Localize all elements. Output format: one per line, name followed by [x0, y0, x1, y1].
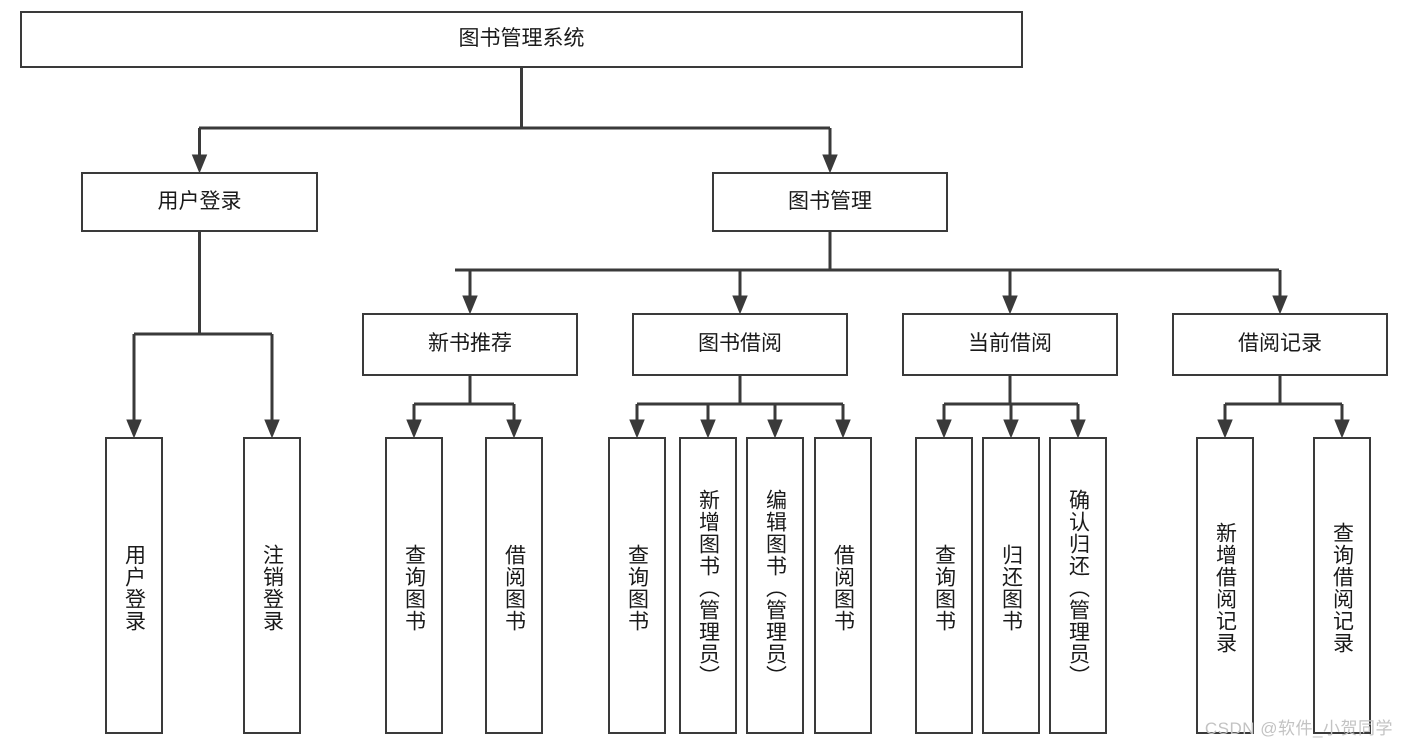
- arrowhead-borrow-record: [1272, 295, 1288, 315]
- node-leaf-query-record[interactable]: 查询借阅记录: [1313, 437, 1371, 734]
- node-user-login[interactable]: 用户登录: [81, 172, 318, 232]
- arrowhead-leaf-return-book: [1003, 419, 1019, 439]
- node-leaf-confirm-return[interactable]: 确认归还（管理员）: [1049, 437, 1107, 734]
- arrowhead-leaf-logout: [264, 419, 280, 439]
- arrowhead-leaf-query-book-2: [629, 419, 645, 439]
- node-label: 确认归还（管理员）: [1066, 488, 1090, 687]
- node-leaf-edit-book[interactable]: 编辑图书（管理员）: [746, 437, 804, 734]
- node-label: 编辑图书（管理员）: [763, 488, 787, 687]
- node-current-borrow[interactable]: 当前借阅: [902, 313, 1118, 376]
- arrowhead-leaf-edit-book: [767, 419, 783, 439]
- node-label: 图书管理: [788, 189, 872, 213]
- node-label: 注销登录: [260, 543, 284, 632]
- arrowhead-leaf-query-book-1: [406, 419, 422, 439]
- arrowhead-leaf-user-login: [126, 419, 142, 439]
- node-label: 用户登录: [157, 189, 242, 213]
- node-label: 查询图书: [932, 543, 956, 632]
- arrowhead-leaf-add-book: [700, 419, 716, 439]
- arrowhead-new-book-rec: [462, 295, 478, 315]
- node-root[interactable]: 图书管理系统: [20, 11, 1023, 68]
- node-label: 借阅图书: [502, 543, 526, 632]
- node-label: 查询借阅记录: [1330, 521, 1354, 654]
- node-label: 图书管理系统: [458, 27, 585, 51]
- node-label: 查询图书: [625, 543, 649, 632]
- arrowhead-current-borrow: [1002, 295, 1018, 315]
- node-leaf-query-book-2[interactable]: 查询图书: [608, 437, 666, 734]
- node-leaf-user-login[interactable]: 用户登录: [105, 437, 163, 734]
- node-leaf-query-book-1[interactable]: 查询图书: [385, 437, 443, 734]
- node-label: 图书借阅: [698, 332, 782, 356]
- arrowhead-leaf-borrow-book-2: [835, 419, 851, 439]
- node-leaf-add-book[interactable]: 新增图书（管理员）: [679, 437, 737, 734]
- node-book-mgmt[interactable]: 图书管理: [712, 172, 948, 232]
- node-label: 新增借阅记录: [1213, 521, 1237, 654]
- node-leaf-logout[interactable]: 注销登录: [243, 437, 301, 734]
- node-label: 当前借阅: [968, 332, 1052, 356]
- arrowhead-user-login: [191, 154, 208, 174]
- node-label: 借阅记录: [1238, 332, 1322, 356]
- node-leaf-query-book-3[interactable]: 查询图书: [915, 437, 973, 734]
- node-new-book-rec[interactable]: 新书推荐: [362, 313, 578, 376]
- arrowhead-leaf-add-record: [1217, 419, 1233, 439]
- node-label: 新增图书（管理员）: [696, 488, 720, 687]
- node-label: 查询图书: [402, 543, 426, 632]
- node-leaf-borrow-book-2[interactable]: 借阅图书: [814, 437, 872, 734]
- node-label: 借阅图书: [831, 543, 855, 632]
- node-borrow-record[interactable]: 借阅记录: [1172, 313, 1388, 376]
- node-leaf-borrow-book-1[interactable]: 借阅图书: [485, 437, 543, 734]
- arrowhead-leaf-borrow-book-1: [506, 419, 522, 439]
- node-book-borrow[interactable]: 图书借阅: [632, 313, 848, 376]
- node-leaf-return-book[interactable]: 归还图书: [982, 437, 1040, 734]
- node-label: 归还图书: [999, 543, 1023, 632]
- arrowhead-leaf-query-book-3: [936, 419, 952, 439]
- arrowhead-leaf-confirm-return: [1070, 419, 1086, 439]
- node-label: 用户登录: [122, 543, 146, 632]
- node-label: 新书推荐: [428, 332, 512, 356]
- arrowhead-book-mgmt: [822, 154, 838, 174]
- arrowhead-book-borrow: [732, 295, 748, 315]
- node-leaf-add-record[interactable]: 新增借阅记录: [1196, 437, 1254, 734]
- arrowhead-leaf-query-record: [1334, 419, 1350, 439]
